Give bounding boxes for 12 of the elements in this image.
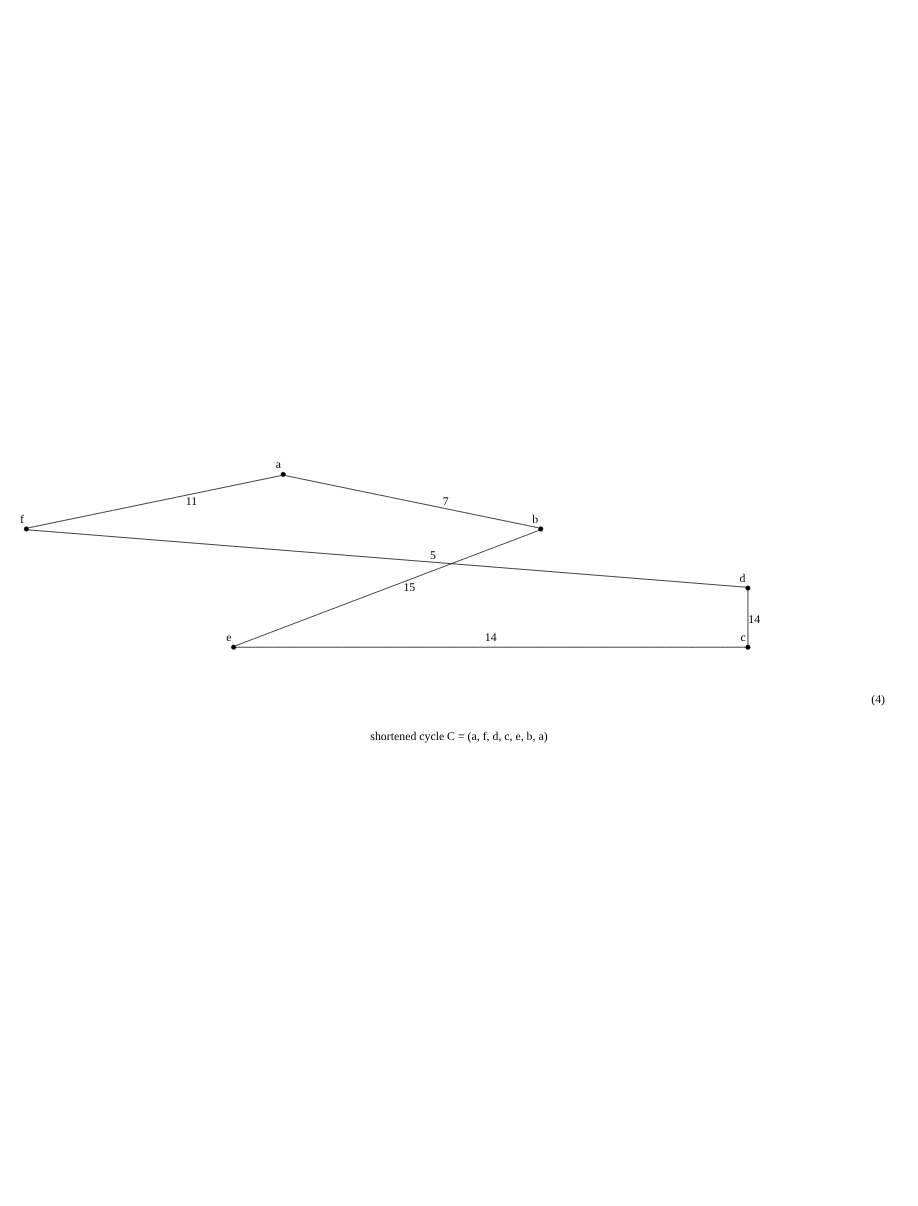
connector bbox=[747, 589, 749, 646]
connector bbox=[284, 475, 540, 529]
node-circle bbox=[23, 526, 29, 532]
connector bbox=[28, 529, 747, 588]
node-circle bbox=[745, 585, 751, 591]
connector bbox=[28, 475, 282, 529]
connector bbox=[235, 530, 540, 647]
node-circle bbox=[538, 526, 544, 532]
node-circle bbox=[745, 644, 751, 650]
node-circle bbox=[231, 644, 237, 650]
node-circle bbox=[280, 471, 286, 477]
connector bbox=[235, 646, 746, 648]
